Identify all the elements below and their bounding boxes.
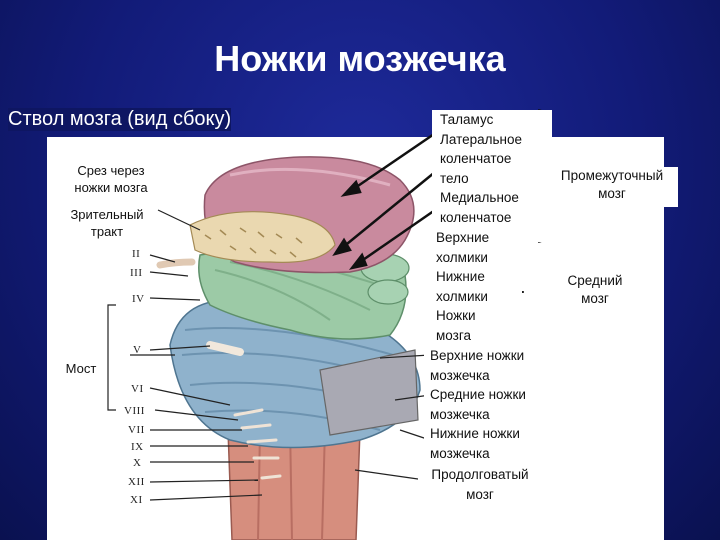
label-cerebral-peduncles-2: мозга — [436, 327, 471, 343]
label-cut-line2: ножки мозга — [74, 180, 148, 195]
label-optic-tract: Зрительный тракт — [52, 206, 162, 240]
label-box-cerebellar-peduncles: Верхние ножки мозжечка Средние ножки моз… — [424, 346, 554, 462]
slide-title: Ножки мозжечка — [214, 38, 506, 79]
label-optic-line2: тракт — [90, 224, 124, 239]
nerve-numeral-VI: VI — [131, 383, 144, 395]
label-lateral-geniculate-3: тело — [440, 170, 469, 186]
optic-tract-shape — [189, 211, 336, 263]
label-inferior-cerebellar-1: Нижние ножки — [430, 426, 520, 441]
nerve-numeral-VII: VII — [128, 424, 145, 436]
nerve-numeral-II: II — [132, 248, 141, 260]
nerve-numeral-IX: IX — [131, 441, 144, 453]
label-midbrain: Средний мозг — [555, 272, 635, 308]
label-cerebral-peduncles-1: Ножки — [436, 308, 476, 323]
label-inferior-cerebellar-2: мозжечка — [430, 445, 490, 461]
label-cut-line1: Срез через — [77, 163, 145, 178]
label-medulla-1: Продолговатый — [431, 467, 529, 482]
label-lateral-geniculate-1: Латеральное — [440, 131, 523, 147]
label-superior-cerebellar-1: Верхние ножки — [430, 348, 525, 363]
nerve-numeral-XII: XII — [128, 476, 145, 488]
label-middle-cerebellar-2: мозжечка — [430, 406, 490, 422]
label-middle-cerebellar-1: Средние ножки — [430, 387, 526, 402]
label-pons: Мост — [65, 361, 97, 376]
nerve-numeral-IV: IV — [132, 293, 145, 305]
label-lateral-geniculate-2: коленчатое — [440, 151, 512, 166]
label-inferior-colliculi-2: холмики — [436, 288, 488, 304]
label-diencephalon-1: Промежуточный — [560, 168, 664, 183]
label-superior-colliculi-1: Верхние — [436, 230, 490, 245]
label-diencephalon: Промежуточный мозг — [546, 167, 678, 207]
nerve-numeral-III: III — [130, 267, 143, 279]
label-medulla-2: мозг — [466, 486, 494, 502]
label-superior-cerebellar-2: мозжечка — [430, 367, 490, 383]
label-superior-colliculi-2: холмики — [436, 249, 488, 265]
label-thalamus: Таламус — [440, 112, 494, 127]
label-midbrain-1: Средний — [567, 273, 623, 288]
nerve-numeral-VIII: VIII — [124, 405, 145, 417]
nerve-numeral-X: X — [133, 457, 142, 469]
cerebellar-peduncles — [319, 349, 419, 436]
label-cut-through-peduncles: Срез через ножки мозга — [56, 162, 166, 196]
label-midbrain-2: мозг — [581, 291, 609, 306]
label-medial-geniculate-2: коленчатое — [440, 209, 512, 225]
label-diencephalon-2: мозг — [598, 186, 626, 201]
nerve-numeral-V: V — [133, 344, 142, 356]
label-medial-geniculate-1: Медиальное — [440, 190, 519, 205]
nerve-numeral-XI: XI — [130, 494, 143, 506]
label-optic-line1: Зрительный — [70, 207, 144, 222]
label-box-midbrain: Верхние холмики Нижние холмики Ножки моз… — [430, 228, 522, 346]
label-inferior-colliculi-1: Нижние — [436, 269, 485, 284]
label-box-diencephalon: Таламус Латеральное коленчатое тело Меди… — [432, 110, 552, 242]
slide-subtitle: Ствол мозга (вид сбоку) — [8, 108, 232, 131]
inferior-colliculus-shape — [367, 279, 409, 305]
label-box-medulla: Продолговатый мозг — [418, 465, 542, 507]
